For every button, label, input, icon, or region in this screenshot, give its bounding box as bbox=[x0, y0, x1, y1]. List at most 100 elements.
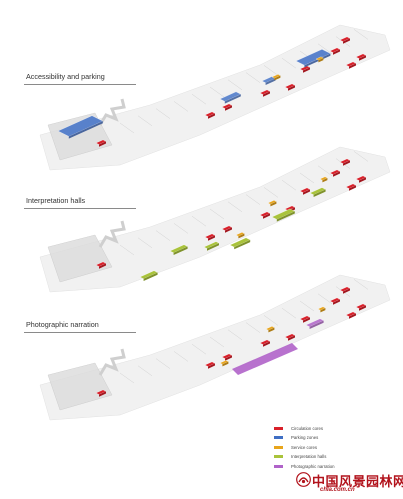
wall-line bbox=[173, 351, 189, 362]
interpretation-hall-side bbox=[173, 246, 188, 255]
section-label-interpretation: Interpretation halls bbox=[26, 196, 86, 205]
circulation-core-side bbox=[303, 189, 310, 195]
interpretation-hall bbox=[229, 237, 251, 248]
photographic-narration-side bbox=[309, 320, 324, 329]
wall-line bbox=[245, 194, 261, 205]
legend-item-photographic: Photographic narration bbox=[274, 462, 334, 470]
wall-line bbox=[353, 29, 369, 40]
service-core-side bbox=[318, 57, 324, 63]
photographic-narration bbox=[232, 343, 298, 375]
building-strip bbox=[39, 146, 391, 293]
wall-line bbox=[209, 336, 225, 348]
interpretation-hall-side bbox=[207, 243, 219, 251]
interpretation-hall-side bbox=[313, 189, 326, 197]
wall-line bbox=[227, 201, 243, 213]
circulation-core-side bbox=[99, 263, 106, 269]
service-core-side bbox=[274, 75, 281, 81]
wall-line bbox=[137, 237, 153, 249]
wall-line bbox=[263, 65, 279, 76]
brand-logo-icon bbox=[296, 472, 311, 487]
legend-swatch bbox=[274, 455, 283, 459]
section-label-accessibility: Accessibility and parking bbox=[26, 72, 105, 81]
circulation-core-side bbox=[225, 355, 232, 361]
circulation-core-side bbox=[99, 141, 106, 147]
legend-label: Circulation cores bbox=[291, 425, 324, 431]
parking-zone-side bbox=[68, 121, 103, 139]
building-strip bbox=[39, 274, 391, 421]
watermark-brand: 中国风景园林网 bbox=[312, 475, 403, 490]
section-rule bbox=[24, 84, 136, 85]
interpretation-hall bbox=[309, 187, 326, 195]
ramp bbox=[98, 348, 126, 376]
entry-block bbox=[47, 234, 113, 283]
wall-line bbox=[263, 315, 279, 326]
wall-line bbox=[245, 72, 261, 83]
interpretation-hall-side bbox=[143, 272, 158, 281]
legend-label: Service cores bbox=[291, 444, 318, 450]
circulation-core-side bbox=[208, 113, 215, 119]
wall-line bbox=[245, 322, 261, 333]
wall-line bbox=[155, 358, 171, 369]
wall-line bbox=[227, 329, 243, 341]
watermark-url: chla.com.cn bbox=[320, 487, 355, 493]
wall-line bbox=[119, 244, 135, 256]
circulation-core-side bbox=[263, 213, 270, 219]
circulation-core-side bbox=[349, 313, 356, 319]
circulation-core-side bbox=[359, 55, 366, 61]
wall-line bbox=[281, 307, 297, 319]
wall-line bbox=[137, 365, 153, 377]
circulation-core-side bbox=[288, 335, 295, 341]
axonometric-panel bbox=[39, 274, 391, 421]
section-rule bbox=[24, 208, 136, 209]
circulation-core-side bbox=[333, 171, 340, 177]
legend-swatch bbox=[274, 436, 283, 440]
wall-line bbox=[209, 86, 225, 98]
wall-line bbox=[155, 108, 171, 119]
ramp bbox=[98, 220, 126, 248]
wall-line bbox=[299, 172, 315, 184]
wall-line bbox=[281, 57, 297, 69]
legend-item-parking: Parking zones bbox=[274, 434, 334, 442]
legend-swatch bbox=[274, 426, 283, 430]
wall-line bbox=[353, 279, 369, 290]
wall-line bbox=[299, 300, 315, 312]
legend-item-service: Service cores bbox=[274, 443, 334, 451]
circulation-core-side bbox=[288, 85, 295, 91]
service-core-side bbox=[270, 201, 277, 207]
legend-swatch bbox=[274, 445, 283, 449]
wall-line bbox=[155, 230, 171, 241]
service-core-side bbox=[322, 177, 328, 183]
wall-line bbox=[119, 122, 135, 134]
wall-line bbox=[281, 179, 297, 191]
wall-line bbox=[209, 208, 225, 220]
legend-item-circulation: Circulation cores bbox=[274, 424, 334, 432]
legend-label: Parking zones bbox=[291, 435, 319, 441]
wall-line bbox=[263, 187, 279, 198]
section-rule bbox=[24, 332, 136, 333]
circulation-core-side bbox=[343, 288, 350, 294]
wall-line bbox=[353, 151, 369, 162]
service-core bbox=[319, 176, 328, 181]
wall-line bbox=[317, 43, 333, 55]
circulation-core-side bbox=[333, 299, 340, 305]
parking-zone-side bbox=[224, 94, 241, 104]
legend-item-interpretation: Interpretation halls bbox=[274, 453, 334, 461]
service-core-side bbox=[268, 327, 275, 333]
interpretation-hall-side bbox=[276, 211, 295, 222]
legend-swatch bbox=[274, 464, 283, 468]
service-core-side bbox=[222, 361, 229, 367]
watermark: 中国风景园林网 chla.com.cn bbox=[296, 470, 403, 496]
wall-line bbox=[317, 293, 333, 305]
ramp bbox=[98, 98, 126, 126]
wall-line bbox=[137, 115, 153, 127]
legend: Circulation cores Parking zones Service … bbox=[274, 424, 334, 472]
circulation-core-side bbox=[359, 305, 366, 311]
interpretation-hall-side bbox=[234, 239, 251, 250]
circulation-core-side bbox=[343, 38, 350, 44]
circulation-core-side bbox=[225, 105, 232, 111]
circulation-core-side bbox=[208, 363, 215, 369]
section-label-photographic: Photographic narration bbox=[26, 320, 99, 329]
circulation-core-side bbox=[343, 160, 350, 166]
